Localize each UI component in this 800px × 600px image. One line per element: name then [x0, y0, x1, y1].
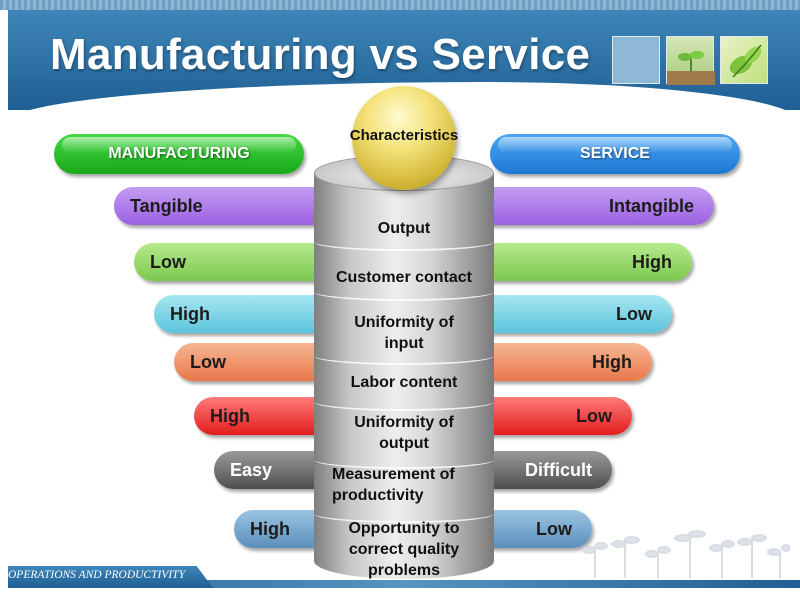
characteristics-sphere: [352, 86, 456, 190]
service-header-pill: SERVICE: [490, 134, 740, 174]
manufacturing-value-output: Tangible: [114, 187, 334, 225]
service-value-text: High: [632, 251, 672, 272]
manufacturing-value-text: High: [210, 405, 250, 426]
service-value-text: Difficult: [525, 459, 592, 480]
characteristic-label: Output: [377, 220, 431, 237]
top-stripe: [0, 0, 800, 10]
service-value-text: High: [592, 351, 632, 372]
blue-square-image: [612, 36, 660, 84]
service-header-label: SERVICE: [580, 145, 650, 162]
manufacturing-value-text: Low: [150, 251, 186, 272]
characteristic-label: Uniformity of input: [354, 314, 454, 352]
cylinder-divider: [314, 505, 494, 523]
service-value-text: Low: [536, 518, 572, 539]
seedling-image: [666, 36, 715, 85]
footer-text: OPERATIONS AND PRODUCTIVITY: [8, 569, 185, 581]
footer-bar: [8, 580, 800, 588]
characteristic-label: Labor content: [350, 374, 458, 391]
service-value-customer-contact: High: [474, 243, 692, 281]
cylinder-divider: [314, 451, 494, 469]
manufacturing-value-uniformity-output: High: [194, 397, 334, 435]
service-value-measurement: Difficult: [474, 451, 612, 489]
service-value-output: Intangible: [474, 187, 714, 225]
manufacturing-header-pill: MANUFACTURING: [54, 134, 304, 174]
service-value-uniformity-output: Low: [474, 397, 632, 435]
manufacturing-value-customer-contact: Low: [134, 243, 334, 281]
footer-tab: [8, 566, 213, 588]
cylinder-divider: [314, 393, 494, 411]
manufacturing-value-text: Low: [190, 351, 226, 372]
characteristic-label: Customer contact: [335, 269, 473, 286]
service-value-text: Low: [576, 405, 612, 426]
service-value-uniformity-input: Low: [474, 295, 672, 333]
leaves-image: [720, 36, 768, 84]
manufacturing-value-labor-content: Low: [174, 343, 334, 381]
cylinder-divider: [314, 283, 494, 301]
characteristic-label: Uniformity of output: [354, 414, 454, 452]
manufacturing-header-label: MANUFACTURING: [108, 145, 250, 162]
characteristics-cylinder: Output Customer contact Uniformity of in…: [314, 155, 494, 579]
cylinder-divider: [314, 347, 494, 365]
manufacturing-value-uniformity-input: High: [154, 295, 334, 333]
slide-title: Manufacturing vs Service: [50, 30, 591, 79]
characteristic-label: Opportunity to correct quality problems: [348, 520, 460, 579]
manufacturing-value-text: Easy: [230, 459, 273, 480]
characteristics-label: Characteristics: [349, 127, 459, 144]
service-value-labor-content: High: [474, 343, 652, 381]
characteristic-label: Measurement of productivity: [332, 466, 455, 504]
service-value-text: Intangible: [609, 195, 694, 216]
manufacturing-value-text: Tangible: [130, 195, 203, 216]
service-value-text: Low: [616, 303, 652, 324]
plants-decoration: [582, 530, 790, 578]
manufacturing-value-text: High: [250, 518, 290, 539]
cylinder-divider: [314, 233, 494, 251]
manufacturing-value-text: High: [170, 303, 210, 324]
